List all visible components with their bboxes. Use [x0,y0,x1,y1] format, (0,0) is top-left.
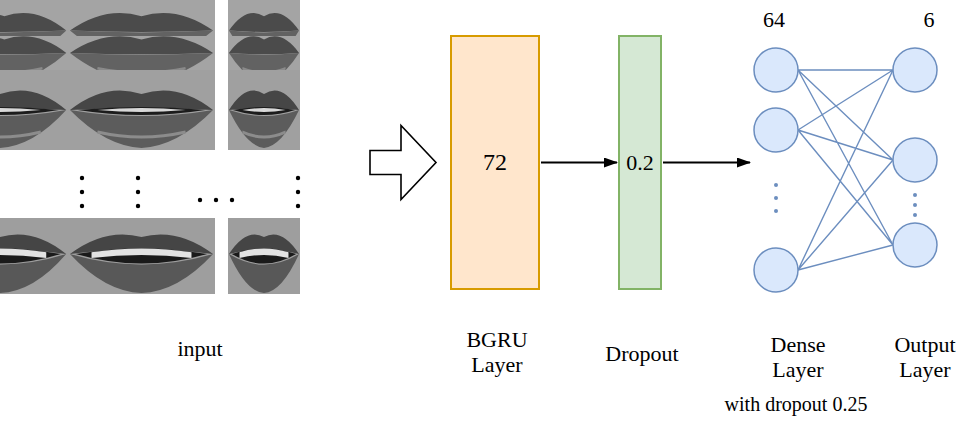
dense-layer: 64Dense Layerwith dropout 0.25 [752,45,800,295]
dot [296,176,300,180]
lip-image [0,70,68,150]
flow-arrow [663,162,750,164]
node-caption: Dense Layer [753,332,843,383]
lip-frame [0,218,68,294]
lip-image [228,70,300,150]
neuron-column [893,45,937,295]
node-value: 64 [763,7,785,32]
lip-image [228,218,300,294]
lip-frame [0,70,68,150]
ellipsis-dot [774,196,778,200]
block-arrow [370,126,436,200]
dropout-box: 0.2Dropout [618,35,662,290]
ellipsis-dot [774,209,778,213]
node-caption: BGRU Layer [447,327,547,378]
lip-image [0,218,68,294]
input-block: input [0,0,365,300]
lip-frame [68,70,215,150]
node-value: 6 [924,7,935,32]
ellipsis-dot [774,183,778,187]
output-layer: 6Output Layer [893,45,937,295]
dot [296,204,300,208]
dot [198,198,202,202]
node-value: input [177,336,222,361]
node-caption: Output Layer [880,332,970,383]
neuron-circle [754,48,798,92]
node-value: 0.2 [626,150,654,175]
lip-frame [68,218,215,294]
neuron-circle [754,108,798,152]
ellipsis-dot [913,203,917,207]
neuron-circle [893,48,937,92]
dot [80,204,84,208]
flow-arrow [541,162,617,164]
ellipsis-dot [913,193,917,197]
dot [80,190,84,194]
dot [136,176,140,180]
dot [230,198,234,202]
node-caption: with dropout 0.25 [725,393,868,416]
dot [136,190,140,194]
dot [80,176,84,180]
ellipsis-dots [80,176,300,208]
node-caption: Dropout [605,341,678,366]
dot [214,198,218,202]
node-value: 72 [483,149,507,177]
lip-frame [228,70,300,150]
dot [136,204,140,208]
neuron-circle [893,223,937,267]
lip-image [68,70,215,150]
lip-image [68,218,215,294]
neuron-column [752,45,800,295]
bgru-layer-box: 72BGRU Layer [450,35,540,290]
dot [296,190,300,194]
ellipsis-dot [913,213,917,217]
neuron-circle [754,248,798,292]
lip-frame [228,218,300,294]
full-connection [798,70,893,270]
neuron-circle [893,138,937,182]
